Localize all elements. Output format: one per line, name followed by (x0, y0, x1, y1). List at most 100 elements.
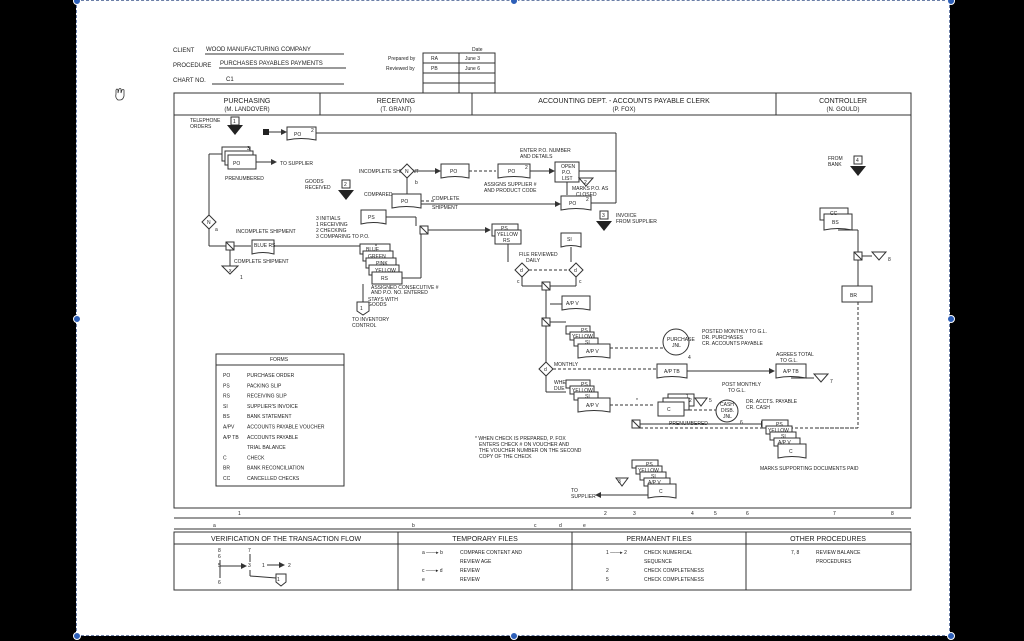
svg-text:PINK: PINK (376, 261, 388, 267)
resize-handle-bottom-left[interactable] (73, 632, 81, 640)
doc-po-compared (391, 193, 422, 209)
svg-text:A/P V: A/P V (586, 403, 599, 409)
label-telephone: TELEPHONE (190, 118, 221, 124)
ruler-letter: e (583, 523, 586, 529)
forms-title: FORMS (270, 357, 289, 363)
legend-symbol: 2 (606, 568, 609, 574)
forms-code: BR (223, 466, 230, 472)
svg-text:2: 2 (525, 165, 528, 171)
col-purchasing-person: (M. LANDOVER) (224, 107, 269, 113)
ruler-number: 8 (891, 511, 894, 517)
ruler-number: 7 (833, 511, 836, 517)
resize-handle-bottom-right[interactable] (947, 632, 955, 640)
label-prenumbered: PRENUMBERED (225, 176, 264, 182)
flowchart-canvas: CLIENT WOOD MANUFACTURING COMPANY PROCED… (115, 47, 912, 591)
signoff-table: Date Prepared by RA June 3 Reviewed by P… (386, 47, 496, 94)
forms-desc: SUPPLIER'S INVOICE (247, 404, 299, 410)
resize-handle-top-middle[interactable] (510, 0, 518, 5)
svg-text:1: 1 (262, 563, 265, 569)
svg-text:TO G.L.: TO G.L. (728, 388, 746, 394)
forms-desc: TRIAL BALANCE (247, 445, 286, 451)
paid-package: PS YELLOW SI A/P V C (761, 419, 807, 459)
svg-text:A/P V: A/P V (566, 301, 579, 307)
svg-text:AND PRODUCT CODE: AND PRODUCT CODE (484, 188, 537, 194)
doc-br (841, 285, 873, 303)
voucher-package-1: PS YELLOW SI A/P V (565, 325, 611, 359)
col-accounting-person: (P. FOX) (613, 107, 636, 113)
resize-handle-middle-right[interactable] (947, 315, 955, 323)
svg-text:PO: PO (294, 132, 301, 138)
svg-text:BANK: BANK (828, 162, 842, 168)
verification-mini-diagram: 8 6 5 6 7 3 1 2 1 (218, 548, 291, 587)
svg-text:SHIPMENT: SHIPMENT (432, 205, 458, 211)
connector-4 (853, 155, 863, 165)
prepared-by: RA (431, 56, 439, 62)
forms-code: PO (223, 373, 230, 379)
svg-text:c: c (517, 279, 520, 285)
label-orders: ORDERS (190, 124, 212, 130)
svg-text:FROM: FROM (828, 156, 843, 162)
doc-po-accounting (497, 163, 531, 179)
forms-desc: CANCELLED CHECKS (247, 476, 300, 482)
svg-text:1: 1 (233, 119, 236, 125)
connector-2 (341, 179, 351, 189)
svg-text:PO: PO (508, 169, 515, 175)
svg-text:2: 2 (344, 182, 347, 188)
svg-text:A/P V: A/P V (778, 440, 791, 446)
svg-text:GOODS: GOODS (368, 302, 387, 308)
forms-code: CC (223, 476, 231, 482)
col-purchasing-title: PURCHASING (224, 98, 271, 105)
bottom-legend: VERIFICATION OF THE TRANSACTION FLOW TEM… (173, 531, 912, 591)
svg-text:PO: PO (450, 169, 457, 175)
resize-handle-bottom-middle[interactable] (510, 632, 518, 640)
label-to-supplier: TO SUPPLIER (280, 161, 313, 167)
svg-text:WHEN: WHEN (554, 380, 570, 386)
forms-desc: BANK RECONCILIATION (247, 466, 305, 472)
forms-desc: RECEIVING SLIP (247, 394, 287, 400)
svg-text:RS: RS (381, 276, 389, 282)
svg-text:YELLOW: YELLOW (572, 388, 593, 394)
svg-text:DISB.: DISB. (721, 408, 734, 414)
svg-text:c: c (579, 279, 582, 285)
resize-handle-middle-left[interactable] (73, 315, 81, 323)
svg-text:6: 6 (218, 554, 221, 560)
svg-text:PO: PO (401, 199, 408, 205)
legend-text: SEQUENCE (644, 559, 673, 565)
chart-no-value: C1 (226, 77, 234, 83)
chart-no-label: CHART NO. (173, 78, 206, 84)
legend-symbol: 7, 8 (791, 550, 800, 556)
svg-text:CR. CASH: CR. CASH (746, 405, 770, 411)
forms-desc: CHECK (247, 455, 265, 461)
svg-text:PO: PO (569, 201, 576, 207)
triangle-file-3 (615, 477, 629, 487)
prepared-label: Prepared by (388, 56, 416, 62)
svg-text:2: 2 (311, 128, 314, 134)
check-stack: C 2 1 (657, 393, 695, 417)
ruler-letter: d (559, 523, 562, 529)
svg-text:INVOICE: INVOICE (616, 213, 637, 219)
svg-text:YELLOW: YELLOW (768, 428, 789, 434)
reviewed-label: Reviewed by (386, 66, 415, 72)
svg-text:3: 3 (618, 479, 621, 485)
col-controller-title: CONTROLLER (819, 98, 867, 105)
svg-text:MARKS SUPPORTING DOCUMENTS PAI: MARKS SUPPORTING DOCUMENTS PAID (760, 466, 859, 472)
svg-text:A/P TB: A/P TB (783, 369, 799, 375)
svg-text:d: d (544, 367, 547, 373)
triangle-file-8 (870, 251, 888, 261)
resize-handle-top-right[interactable] (947, 0, 955, 5)
resize-handle-top-left[interactable] (73, 0, 81, 5)
svg-text:2: 2 (584, 180, 587, 186)
svg-text:N: N (207, 220, 211, 226)
svg-text:RECEIVED: RECEIVED (305, 185, 331, 191)
receiving-flow: GOODS RECEIVED 2 INCOMPLETE SHIPMENT N b… (305, 163, 561, 329)
svg-text:1: 1 (240, 275, 243, 281)
svg-text:INCOMPLETE SHIPMENT: INCOMPLETE SHIPMENT (236, 229, 296, 235)
cash-disb-journal (715, 399, 739, 423)
svg-text:GREEN: GREEN (368, 254, 386, 260)
svg-text:STAYS WITH: STAYS WITH (368, 297, 398, 303)
svg-text:PS: PS (581, 328, 588, 334)
svg-text:b: b (415, 180, 418, 186)
svg-text:8: 8 (218, 548, 221, 554)
start-arrow-3 (596, 221, 612, 231)
